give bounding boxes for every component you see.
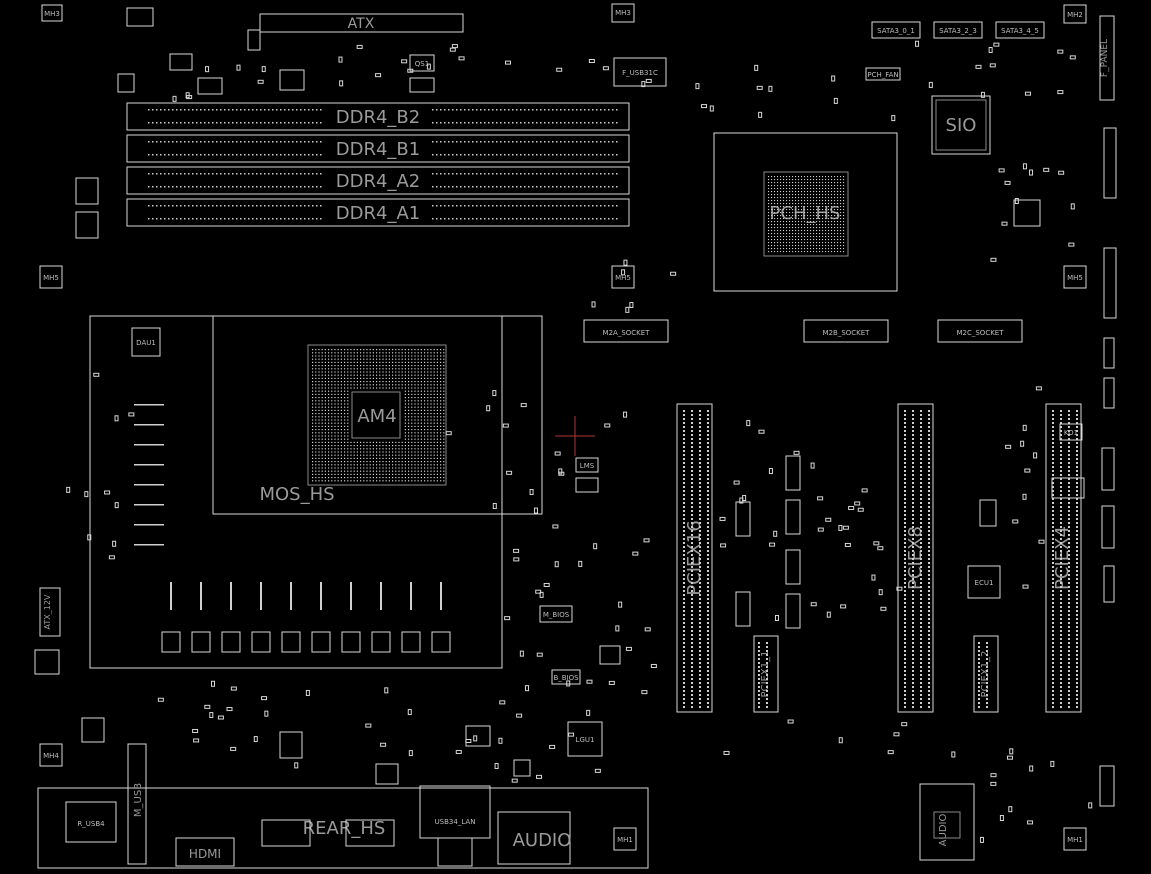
lgu1-chip: LGU1 <box>567 721 603 757</box>
sio-label: SIO <box>946 115 977 136</box>
qs1-label: QS1 <box>415 60 429 68</box>
pch-fan-label: PCH_FAN <box>867 71 898 79</box>
m2c-socket: M2C_SOCKET <box>937 319 1023 343</box>
atx-connector: ATX <box>259 13 464 33</box>
mh-label-tr: MH2 <box>1067 11 1083 19</box>
pciex1-2-label: PCIEX1_2 <box>980 651 991 698</box>
sata3-01-label: SATA3_0_1 <box>877 27 915 35</box>
pciex1-1-slot: PCIEX1_1 <box>753 635 779 713</box>
ddr4-a1-label: DDR4_A1 <box>336 203 420 224</box>
dau1-chip: DAU1 <box>131 327 161 357</box>
audio-codec-label: AUDIO <box>938 814 949 847</box>
front-panel-header: F_PANEL <box>1099 15 1115 101</box>
cpu-socket-am4: AM4 <box>307 344 447 486</box>
rear-hs-label: REAR_HS <box>303 818 386 839</box>
m2b-socket-label: M2B_SOCKET <box>823 329 871 337</box>
pciex4-label: PCIEX4 <box>1052 526 1073 590</box>
lgu1-label: LGU1 <box>576 736 595 744</box>
crosshair-marker <box>555 416 595 456</box>
front-usb31c-header: F_USB31C <box>613 57 667 87</box>
mh-label-bottom: MH1 <box>617 836 633 844</box>
dimm-pin-rows <box>148 109 618 220</box>
ddr4-b1-label: DDR4_B1 <box>336 139 420 160</box>
f-usb31c-label: F_USB31C <box>622 69 658 77</box>
ecu1-label: ECU1 <box>975 579 994 587</box>
sata3-45-label: SATA3_4_5 <box>1001 27 1039 35</box>
m2b-socket: M2B_SOCKET <box>803 319 889 343</box>
m-usb-label: M_USB <box>133 783 144 817</box>
dau1-label: DAU1 <box>136 339 156 347</box>
cpu-vrm-area: MOS_HS <box>89 315 543 669</box>
atx-label: ATX <box>348 16 375 32</box>
vrm-components <box>134 404 451 653</box>
am4-label: AM4 <box>357 406 396 427</box>
atx12v-connector: ATX_12V <box>39 587 61 637</box>
m2c-socket-label: M2C_SOCKET <box>956 329 1004 337</box>
pciex8-label: PCIEX8 <box>905 526 926 590</box>
dimm-slots: DDR4_B2 DDR4_B1 DDR4_A2 DDR4_A1 <box>126 102 630 227</box>
usb34-lan-label: USB34_LAN <box>435 818 476 826</box>
ddr4-a2-label: DDR4_A2 <box>336 171 420 192</box>
pcie-slot-pins <box>683 410 1078 708</box>
audio-jack: AUDIO <box>497 811 572 865</box>
pch-heatsink: PCH_HS <box>713 132 898 292</box>
ddr4-b2-label: DDR4_B2 <box>336 107 420 128</box>
sio-chip: SIO <box>931 95 991 155</box>
mh-label-br: MH1 <box>1067 836 1083 844</box>
m2a-socket-label: M2A_SOCKET <box>603 329 651 337</box>
sata-connectors: SATA3_0_1 SATA3_2_3 SATA3_4_5 <box>871 21 1045 39</box>
mos-hs-label: MOS_HS <box>259 484 334 505</box>
mh-label-left: MH5 <box>43 274 59 282</box>
lms-label: LMS <box>580 462 595 470</box>
pciex16-slot: PCIEX16 <box>676 403 713 713</box>
f-panel-label: F_PANEL <box>1100 39 1110 77</box>
pch-pins <box>768 176 845 253</box>
audio-label: AUDIO <box>513 830 572 851</box>
hdmi-label: HDMI <box>189 847 221 861</box>
sata3-23-label: SATA3_2_3 <box>939 27 977 35</box>
pciex8-slot: PCIEX8 <box>897 403 934 713</box>
m2a-socket: M2A_SOCKET <box>583 319 669 343</box>
rear-io-area: REAR_HS <box>37 787 649 869</box>
mh-label-right: MH5 <box>1067 274 1083 282</box>
pciex4-slot: PCIEX4 <box>1045 403 1082 713</box>
m-usb-connector: M_USB <box>127 743 147 865</box>
b-bios-label: B_BIOS <box>553 674 579 682</box>
smd-components <box>66 40 1093 843</box>
m-bios-label: M_BIOS <box>543 611 570 619</box>
mh-label-bl: MH4 <box>43 752 59 760</box>
mh-label-mid: MH5 <box>615 274 631 282</box>
pciex1-2-slot: PCIEX1_2 <box>973 635 999 713</box>
usb34-lan-port: USB34_LAN <box>419 785 491 867</box>
pciex16-label: PCIEX16 <box>684 520 705 595</box>
rear-usb4-port: R_USB4 <box>65 801 117 843</box>
mh-label-tl: MH3 <box>44 10 60 18</box>
r-usb4-label: R_USB4 <box>77 820 105 828</box>
ko1-label: KO1 <box>1064 429 1078 437</box>
pciex1-1-label: PCIEX1_1 <box>760 651 771 698</box>
audio-codec-area: AUDIO <box>919 783 975 861</box>
cpu-socket-pins <box>312 349 445 482</box>
hdmi-port: HDMI <box>175 837 235 867</box>
mh-label-top: MH3 <box>615 9 631 17</box>
ecu1-chip: ECU1 <box>967 565 1001 599</box>
atx-12v-label: ATX_12V <box>43 594 52 629</box>
